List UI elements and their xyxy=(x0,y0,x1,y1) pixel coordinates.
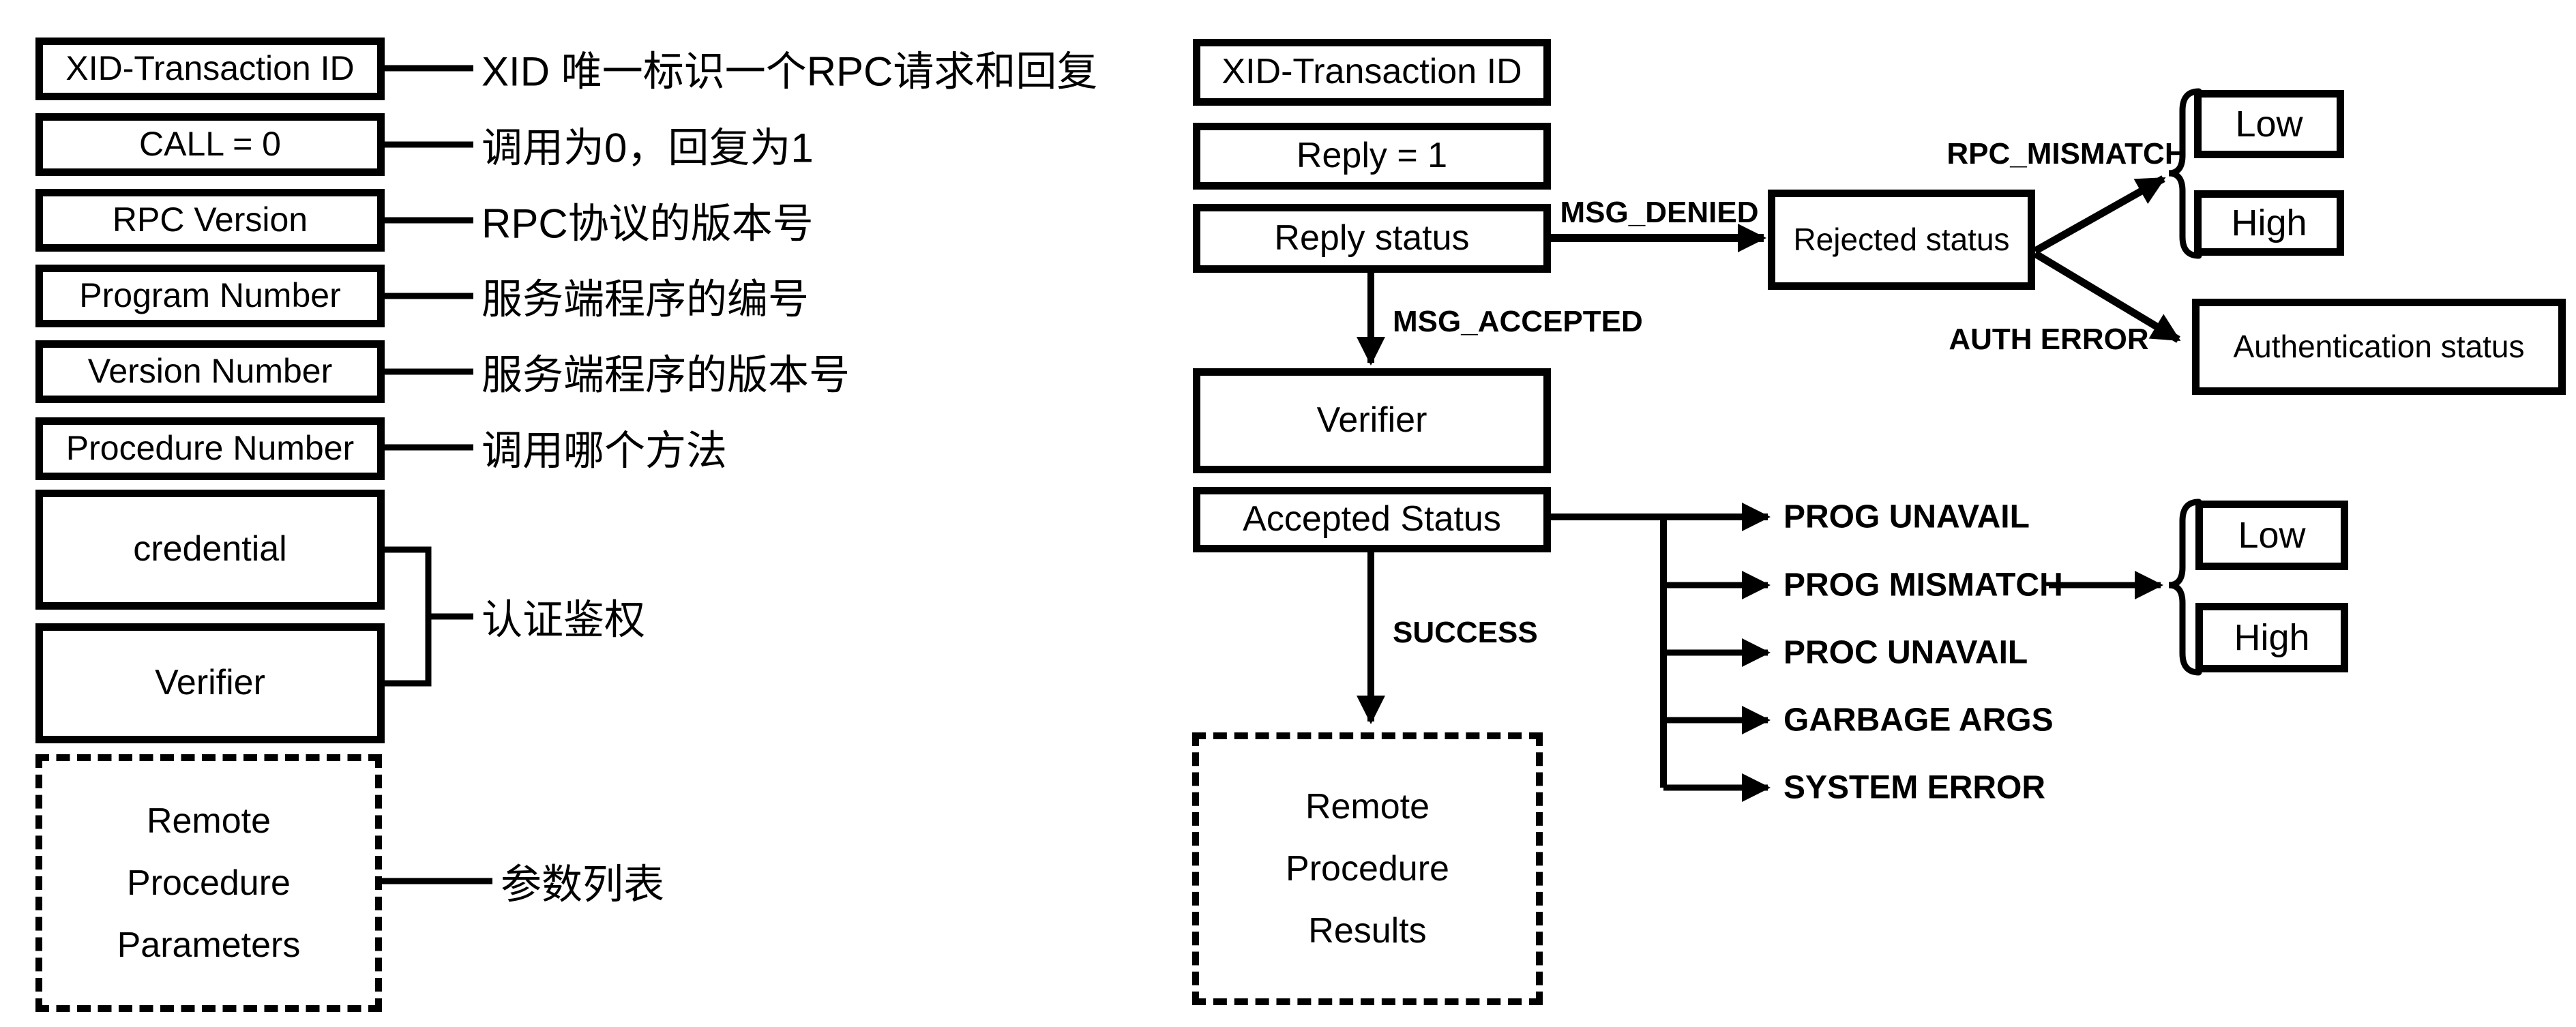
reply-verifier-box: Verifier xyxy=(1193,368,1551,473)
rejected-status-box: Rejected status xyxy=(1768,190,2035,290)
accepted-error-system-error: SYSTEM ERROR xyxy=(1783,769,2046,806)
edge-label-rpc-mismatch: RPC_MISMATCH xyxy=(1946,137,2187,170)
accepted-error-proc-unavail: PROC UNAVAIL xyxy=(1783,634,2028,671)
annotation-call: 调用为0，回复为1 xyxy=(482,125,814,171)
rpc-mismatch-high-box: High xyxy=(2194,190,2344,256)
annotation-xid: XID 唯一标识一个RPC请求和回复 xyxy=(482,48,1098,95)
prog-mismatch-low-box: Low xyxy=(2195,501,2348,570)
annotation-procedure-number: 调用哪个方法 xyxy=(482,428,727,474)
call-field-rpc-version-box: RPC Version xyxy=(35,189,385,252)
annotation-parameters: 参数列表 xyxy=(501,861,664,908)
edge-label-auth-error: AUTH ERROR xyxy=(1949,323,2149,356)
annotation-rpc-version: RPC协议的版本号 xyxy=(482,200,814,247)
reply-reply-box: Reply = 1 xyxy=(1193,123,1551,190)
edge-label-msg-denied: MSG_DENIED xyxy=(1560,196,1759,229)
annotation-auth: 认证鉴权 xyxy=(482,597,645,643)
edge-label-msg-accepted: MSG_ACCEPTED xyxy=(1393,305,1643,338)
call-field-program-number-box: Program Number xyxy=(35,265,385,327)
annotation-program-number: 服务端程序的编号 xyxy=(482,276,809,323)
call-parameters-box: Remote Procedure Parameters xyxy=(35,754,382,1012)
call-field-call-box: CALL = 0 xyxy=(35,113,385,176)
authentication-status-box: Authentication status xyxy=(2192,299,2566,395)
auth-bracket xyxy=(381,546,473,687)
reply-accepted-status-box: Accepted Status xyxy=(1193,487,1551,552)
call-field-version-number-box: Version Number xyxy=(35,340,385,403)
rpc-mismatch-low-box: Low xyxy=(2194,90,2344,158)
call-credential-box: credential xyxy=(35,490,385,610)
accepted-error-prog-mismatch: PROG MISMATCH xyxy=(1783,567,2063,604)
annotation-version-number: 服务端程序的版本号 xyxy=(482,352,850,398)
reply-results-box: Remote Procedure Results xyxy=(1192,732,1543,1005)
accepted-error-garbage-args: GARBAGE ARGS xyxy=(1783,702,2054,739)
reply-status-box: Reply status xyxy=(1193,204,1551,273)
reply-connectors xyxy=(1357,175,2181,802)
edge-label-success: SUCCESS xyxy=(1393,616,1538,649)
call-annotation-stubs xyxy=(379,65,492,884)
prog-mismatch-high-box: High xyxy=(2195,603,2348,672)
accepted-error-prog-unavail: PROG UNAVAIL xyxy=(1783,498,2030,535)
call-verifier-box: Verifier xyxy=(35,623,385,743)
low-high-braces xyxy=(2168,88,2202,676)
reply-xid-box: XID-Transaction ID xyxy=(1193,39,1551,106)
call-field-procedure-number-box: Procedure Number xyxy=(35,417,385,480)
call-field-xid-box: XID-Transaction ID xyxy=(35,38,385,100)
